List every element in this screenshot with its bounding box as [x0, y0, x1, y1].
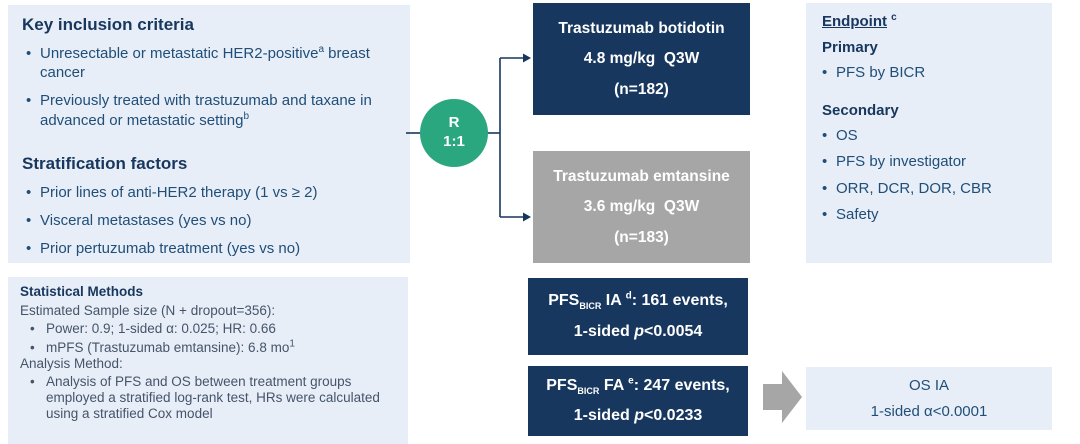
footnote-d: d	[625, 290, 632, 302]
footnote-e: e	[628, 376, 634, 387]
pfs-ia-p: p	[634, 323, 644, 341]
pfs-fa-line2: 1-sided p<0.0233	[574, 407, 703, 425]
inclusion-criteria-panel: Key inclusion criteria Unresectable or m…	[8, 5, 410, 263]
randomization-badge: R 1:1	[420, 99, 488, 167]
footnote-1: 1	[289, 338, 295, 350]
pfs-ia-events: : 161 events,	[631, 291, 728, 309]
stats-bullet-power: Power: 0.9; 1-sided α: 0.025; HR: 0.66	[20, 321, 396, 337]
inclusion-bullet-2-text: Previously treated with trastuzumab and …	[40, 92, 372, 129]
arm-top-name: Trastuzumab botidotin	[558, 19, 725, 37]
inclusion-bullet-1-text: Unresectable or metastatic HER2-positive	[40, 45, 319, 62]
pfs-fa-p: p	[634, 406, 644, 424]
secondary-bullet-1: OS	[822, 126, 1036, 145]
analysis-method-label: Analysis Method:	[20, 355, 123, 371]
block-arrow-tail	[763, 384, 783, 410]
pfs-ia-prefix: PFS	[548, 291, 580, 309]
randomization-ratio: 1:1	[443, 133, 465, 150]
inclusion-title: Key inclusion criteria	[22, 15, 194, 34]
endpoint-title-row: Endpoint c	[822, 12, 1036, 31]
arm-bottom-name: Trastuzumab emtansine	[553, 167, 730, 185]
arm-bottom-n: (n=183)	[614, 228, 669, 246]
primary-label: Primary	[822, 39, 878, 56]
pfs-fa-pvalue: <0.0233	[643, 406, 703, 424]
stats-bullet-mpfs: mPFS (Trastuzumab emtansine): 6.8 mo1	[20, 338, 396, 356]
statistical-methods-panel: Statistical Methods Estimated Sample siz…	[8, 277, 408, 444]
block-arrow-head	[782, 371, 802, 423]
os-ia-line1: OS IA	[908, 376, 949, 394]
sample-size-label: Estimated Sample size (N + dropout=356):	[20, 303, 276, 319]
stats-title: Statistical Methods	[20, 284, 144, 299]
stratification-bullet-1: Prior lines of anti-HER2 therapy (1 vs ≥…	[22, 183, 396, 202]
inclusion-bullet-1-post: breast cancer	[40, 45, 370, 82]
stats-bullet-mpfs-text: mPFS (Trastuzumab emtansine): 6.8 mo	[46, 339, 290, 355]
arm-top-n: (n=182)	[614, 80, 669, 98]
stratification-title: Stratification factors	[22, 153, 188, 173]
inclusion-bullet-2: Previously treated with trastuzumab and …	[22, 91, 396, 129]
arm-trastuzumab-emtansine: Trastuzumab emtansine 3.6 mg/kg Q3W (n=1…	[533, 151, 750, 263]
footnote-b: b	[243, 110, 250, 122]
pfs-fa-events: : 247 events,	[633, 377, 730, 395]
endpoint-title: Endpoint	[822, 13, 887, 30]
right-block-arrow-icon	[763, 371, 802, 423]
os-interim-analysis-box: OS IA 1-sided α<0.0001	[806, 367, 1052, 430]
arm-trastuzumab-botidotin: Trastuzumab botidotin 4.8 mg/kg Q3W (n=1…	[533, 3, 750, 115]
analysis-bullet: Analysis of PFS and OS between treatment…	[20, 374, 396, 423]
pfs-interim-analysis-box: PFSBICR IA d: 161 events, 1-sided p<0.00…	[528, 278, 748, 355]
pfs-ia-line1: PFSBICR IA d: 161 events,	[548, 290, 728, 311]
os-ia-line2: 1-sided α<0.0001	[870, 403, 988, 421]
footnote-a: a	[318, 44, 325, 55]
primary-bullet: PFS by BICR	[822, 63, 1036, 82]
pfs-final-analysis-box: PFSBICR FA e: 247 events, 1-sided p<0.02…	[528, 366, 748, 436]
arrow-to-bottom-arm	[523, 212, 531, 222]
stratification-bullet-2: Visceral metastases (yes vs no)	[22, 211, 396, 230]
randomization-letter: R	[448, 114, 460, 132]
arrow-to-top-arm	[523, 53, 531, 63]
pfs-ia-sided: 1-sided	[573, 323, 635, 341]
arm-top-dose: 4.8 mg/kg Q3W	[583, 50, 700, 67]
endpoint-panel: Endpoint c Primary PFS by BICR Secondary…	[806, 3, 1052, 263]
stratification-bullet-3: Prior pertuzumab treatment (yes vs no)	[22, 239, 396, 258]
pfs-fa-prefix: PFS	[546, 377, 578, 395]
pfs-ia-line2: 1-sided p<0.0054	[574, 323, 703, 341]
arm-bottom-dose: 3.6 mg/kg Q3W	[583, 198, 700, 215]
pfs-fa-sided: 1-sided	[573, 406, 635, 424]
pfs-fa-label: FA	[599, 377, 629, 395]
footnote-c: c	[891, 12, 897, 23]
secondary-label: Secondary	[822, 102, 899, 120]
pfs-fa-subscript: BICR	[577, 386, 600, 397]
pfs-ia-subscript: BICR	[579, 300, 602, 311]
inclusion-bullet-1: Unresectable or metastatic HER2-positive…	[22, 44, 396, 82]
secondary-bullet-2: PFS by investigator	[822, 152, 1036, 171]
pfs-fa-line1: PFSBICR FA e: 247 events,	[546, 376, 730, 397]
pfs-ia-label: IA	[601, 291, 626, 309]
pfs-ia-pvalue: <0.0054	[643, 323, 703, 341]
secondary-bullet-3: ORR, DCR, DOR, CBR	[822, 179, 1036, 198]
secondary-bullet-4: Safety	[822, 205, 1036, 224]
